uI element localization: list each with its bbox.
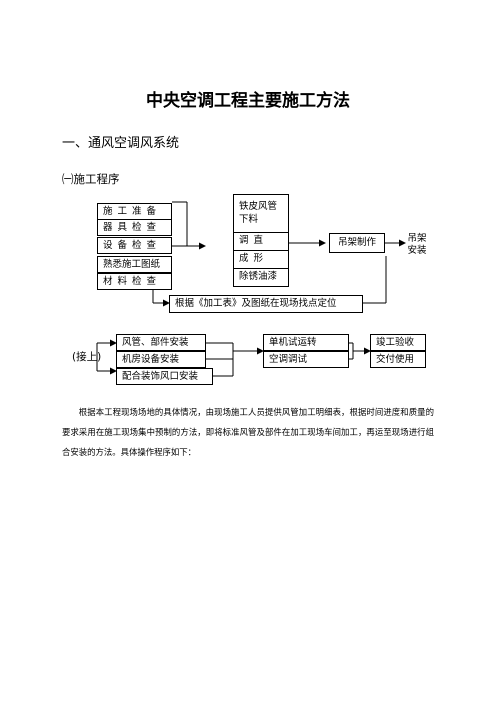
continue-label: (接上) xyxy=(72,351,102,363)
page-title: 中央空调工程主要施工方法 xyxy=(146,91,350,111)
flow-box-room-equipment: 机房设备安装 xyxy=(116,351,206,368)
flow-label-hanger-install: 吊架安装 xyxy=(407,233,427,256)
flow-box-equipment-check: 设备检查 xyxy=(97,237,172,254)
flow-box-handover: 交付使用 xyxy=(370,351,426,368)
flow-box-positioning: 根据《加工表》及图纸在现场找点定位 xyxy=(169,295,363,313)
flow-box-vent-install: 配合装饰风口安装 xyxy=(116,368,213,385)
body-paragraph: 根据本工程现场场地的具体情况，由现场施工人员提供风管加工明细表，根据时间进度和质… xyxy=(62,407,434,457)
flow-box-hanger-fab: 吊架制作 xyxy=(329,233,385,253)
flow-box-commissioning: 空调调试 xyxy=(263,351,349,368)
flow-box-prep: 施工准备 xyxy=(97,203,172,220)
flow-group-fabrication: 铁皮风管下料 调直 成形 除锈油漆 xyxy=(233,194,289,287)
flow-box-single-test: 单机试运转 xyxy=(263,334,349,351)
flow-box-drawings: 熟悉施工图纸 xyxy=(97,256,172,273)
flow-box-acceptance: 竣工验收 xyxy=(370,334,426,351)
section-heading: 一、通风空调风系统 xyxy=(62,136,180,151)
flow-cell-straighten: 调直 xyxy=(234,232,288,250)
flow-cell-cutting: 铁皮风管下料 xyxy=(239,200,278,225)
flow-box-tool-check: 器具检查 xyxy=(97,219,172,236)
flow-box-material-check: 材料检查 xyxy=(97,273,172,290)
flow-box-duct-install: 风管、部件安装 xyxy=(116,334,206,351)
flow-cell-painting: 除锈油漆 xyxy=(234,268,288,286)
subsection-heading: ㈠施工程序 xyxy=(62,172,120,186)
flow-cell-forming: 成形 xyxy=(234,250,288,268)
